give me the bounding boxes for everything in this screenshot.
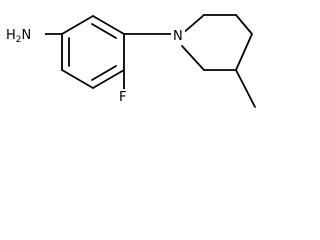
ring-nitrogen-label-bg bbox=[171, 27, 185, 45]
molecule-diagram: H2N F N bbox=[0, 0, 264, 117]
fluoro-label: F bbox=[119, 90, 126, 105]
bond-piperidine-n-c1 bbox=[181, 14, 205, 35]
bond-benzene-inner-bottom bbox=[91, 65, 117, 81]
bond-benzene-bottom-right bbox=[92, 69, 125, 89]
bond-layer bbox=[43, 14, 256, 108]
bond-benzene-bottom-left bbox=[61, 69, 94, 89]
bond-piperidine-c5-n bbox=[181, 45, 205, 71]
amine-suffix: N bbox=[22, 28, 32, 43]
bond-piperidine-c2-c3 bbox=[235, 14, 253, 35]
molecule-svg: H2N F N bbox=[4, 14, 256, 108]
ring-nitrogen-label: N bbox=[173, 29, 183, 44]
bond-benzene-top-right bbox=[92, 15, 125, 35]
bond-methyl bbox=[235, 69, 256, 108]
bond-benzene-top-left bbox=[61, 15, 94, 35]
amine-label-bg bbox=[4, 25, 45, 44]
amine-label: H2N bbox=[6, 28, 31, 45]
bond-piperidine-c3-c4 bbox=[235, 33, 253, 71]
atom-label-layer: H2N F N bbox=[4, 25, 185, 106]
amine-subscript: 2 bbox=[16, 35, 22, 45]
fluoro-label-bg bbox=[117, 89, 130, 106]
bond-benzene-inner-top bbox=[91, 23, 117, 39]
amine-prefix: H bbox=[6, 28, 16, 43]
